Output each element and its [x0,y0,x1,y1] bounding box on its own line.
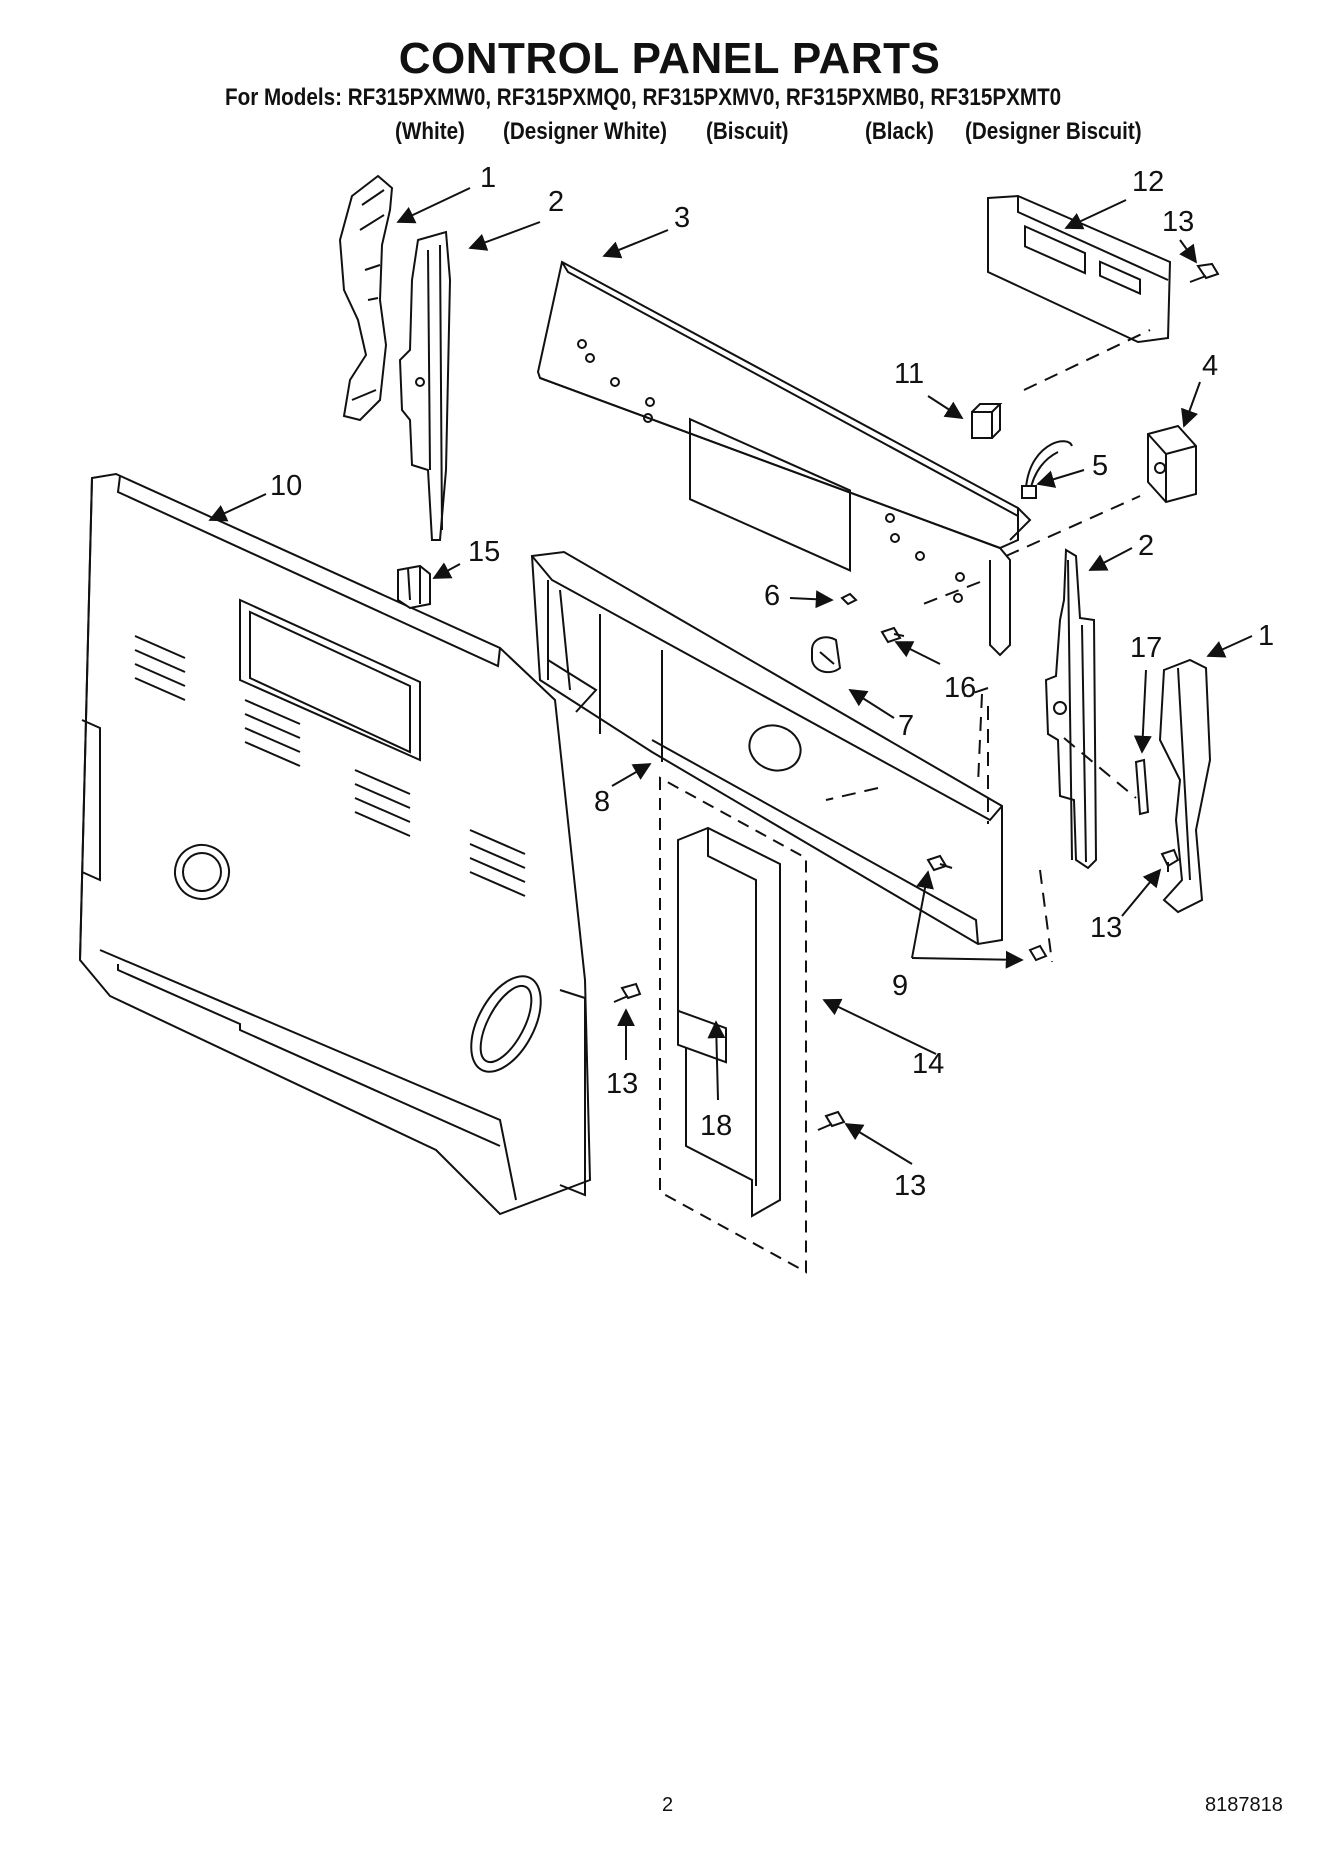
document-number: 8187818 [1205,1794,1283,1816]
callout-17: 17 [1130,632,1163,664]
callout-14: 14 [912,1048,945,1080]
callout-3: 3 [674,202,691,234]
color-label-designer-white: (Designer White) [503,118,667,145]
part-8-panel-support [532,552,1002,944]
color-label-white: (White) [395,118,465,145]
callout-5: 5 [1092,450,1109,482]
alignment-lines [826,330,1150,962]
models-line: For Models: RF315PXMW0, RF315PXMQ0, RF31… [225,84,1062,111]
page-number: 2 [662,1794,674,1816]
part-2-left-bracket [400,232,450,540]
part-3-control-panel [538,262,1030,655]
part-2-right-bracket [1046,550,1096,868]
callout-2-right: 2 [1138,530,1155,562]
color-label-black: (Black) [865,118,934,145]
callout-1-left: 1 [480,162,497,194]
part-5-wire-harness [1022,441,1072,498]
callout-1-right: 1 [1258,620,1275,652]
part-1-right-end-cap [1160,660,1210,912]
part-6-screw [842,594,856,604]
part-7-knob [812,637,840,672]
callout-12: 12 [1132,166,1165,198]
leader-arrows [208,188,1252,1164]
callout-7: 7 [898,710,915,742]
rear-panel-vents [135,636,525,896]
part-4-timer [1148,426,1196,502]
part-13-screw-top [1190,264,1218,282]
part-15-clip [398,566,430,608]
callout-16: 16 [944,672,977,704]
part-16-screw [882,628,904,642]
callout-13-left: 13 [606,1068,639,1100]
color-label-designer-biscuit: (Designer Biscuit) [965,118,1142,145]
callout-4: 4 [1202,350,1219,382]
callout-9: 9 [892,970,909,1002]
page-title: CONTROL PANEL PARTS [398,34,941,83]
callout-13-right: 13 [1090,912,1123,944]
part-10-rear-panel [80,474,590,1214]
callout-2-left: 2 [548,186,565,218]
part-12-control-board [988,196,1170,342]
part-13-screw-right [1162,850,1178,872]
part-13-screw-left [614,984,640,1002]
callout-11: 11 [894,358,925,390]
callout-10: 10 [270,470,303,502]
callout-13-top: 13 [1162,206,1195,238]
callout-8: 8 [594,786,611,818]
part-13-screw-bottom [818,1112,844,1130]
callout-13-bottom: 13 [894,1170,927,1202]
part-11-switch [972,404,1000,438]
part-1-left-end-cap [340,176,392,420]
callout-18: 18 [700,1110,733,1142]
part-14-shield-assembly [660,778,806,1272]
callout-15: 15 [468,536,501,568]
callout-6: 6 [764,580,781,612]
part-17-clip [1136,760,1148,814]
color-label-biscuit: (Biscuit) [706,118,789,145]
part-9-screws [928,856,1046,960]
